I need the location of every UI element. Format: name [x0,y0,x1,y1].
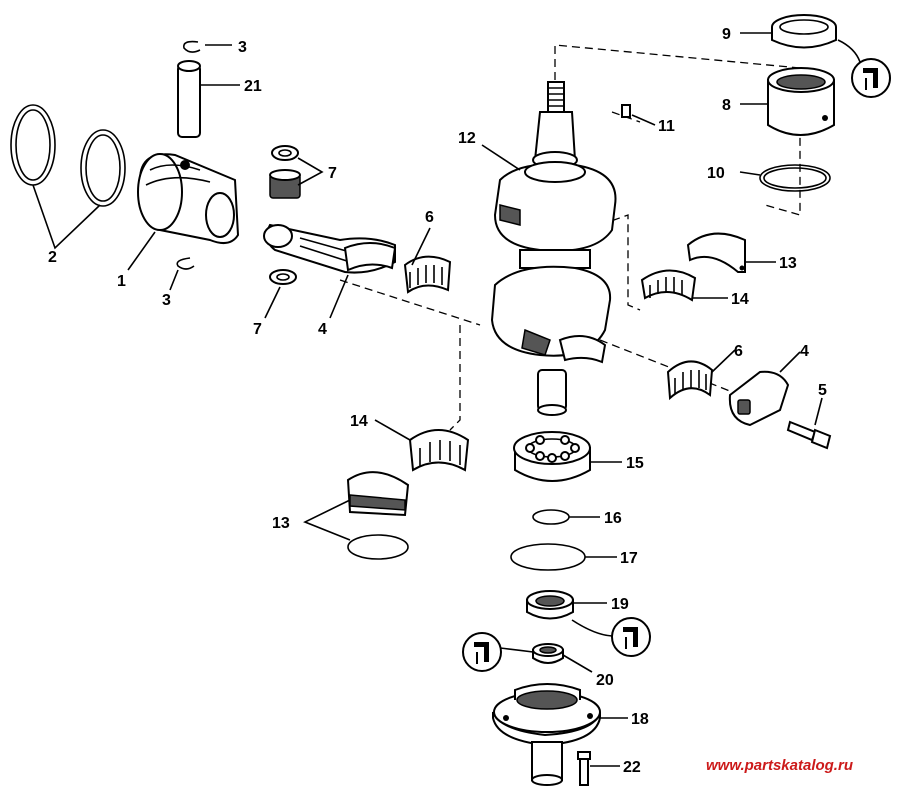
needle-bearing-set [269,145,301,285]
callout-6-top: 6 [425,209,434,226]
ball-bearing [513,431,591,482]
o-ring-17 [510,543,586,571]
callout-2: 2 [48,249,57,266]
callout-6-bottom: 6 [734,343,743,360]
bearing-half-upper-right [686,232,746,273]
callout-8: 8 [722,97,731,114]
needle-cage-right [640,269,697,302]
bearing-half-lower-left [346,471,410,560]
bolt-22 [577,751,591,786]
crankshaft [490,81,617,416]
callout-5: 5 [818,382,827,399]
seal-19 [526,590,574,620]
callout-10: 10 [707,165,725,182]
callout-3-top: 3 [238,39,247,56]
leader-lines [32,32,861,767]
callout-17: 17 [620,550,638,567]
callout-21: 21 [244,78,262,95]
callout-14-right: 14 [731,291,749,308]
callout-14-left: 14 [350,413,368,430]
callout-20: 20 [596,672,614,689]
callout-13-left: 13 [272,515,290,532]
piston [137,153,240,245]
lower-bearing-housing [492,683,601,786]
grease-gun-icon [851,58,891,98]
connecting-rod [263,223,397,274]
callout-labels: 3 21 2 1 3 7 7 4 6 12 11 9 8 10 13 14 6 … [48,26,827,776]
callout-18: 18 [631,711,649,728]
woodruff-key [621,104,631,118]
callout-4-right: 4 [800,343,809,360]
callout-16: 16 [604,510,622,527]
callout-7-top: 7 [328,165,337,182]
upper-roller-bearing [767,67,835,136]
callout-9: 9 [722,26,731,43]
needle-cage-left [408,429,470,472]
callout-3-bottom: 3 [162,292,171,309]
o-ring [759,164,831,192]
retaining-ring-16 [532,509,570,525]
piston-rings [10,104,126,207]
callout-13-right: 13 [779,255,797,272]
bearing-cage-upper [403,255,452,294]
callout-22: 22 [623,759,641,776]
grease-gun-icon [611,617,651,657]
bearing-cage-lower [666,360,714,401]
callout-12: 12 [458,130,476,147]
rod-cap [728,370,790,427]
callout-1: 1 [117,273,126,290]
seal-20 [532,643,564,664]
watermark-text: www.partskatalog.ru [706,757,853,774]
callout-4-left: 4 [318,321,327,338]
retaining-rings [176,40,201,270]
callout-11: 11 [658,118,675,135]
piston-pin [177,60,201,138]
cap-screw [786,420,832,450]
grease-gun-icon [462,632,502,672]
callout-19: 19 [611,596,629,613]
callout-15: 15 [626,455,644,472]
seal-ring-top [771,14,837,49]
callout-7-bottom: 7 [253,321,262,338]
